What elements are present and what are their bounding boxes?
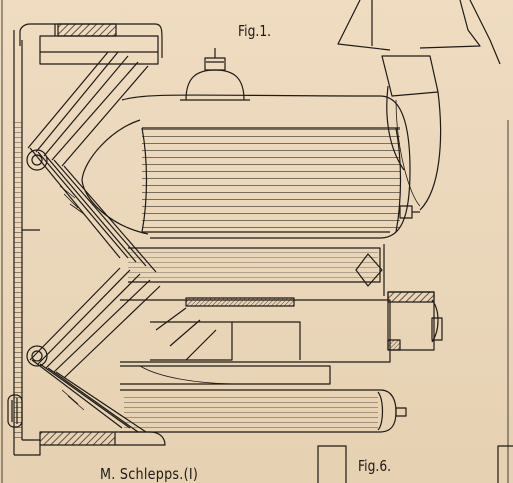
middle-tube-nest xyxy=(128,244,385,296)
uptake-chimney xyxy=(337,0,501,219)
steam-dome xyxy=(180,48,250,101)
left-water-leg xyxy=(14,120,40,440)
figure-6-label: Fig.6. xyxy=(358,457,392,475)
fig6-fragment xyxy=(317,445,513,483)
author-caption: M. Schlepps.(I) xyxy=(100,465,199,483)
firebox-door xyxy=(387,291,443,351)
bottom-drum xyxy=(120,389,407,433)
upper-diagonal-tubes xyxy=(26,51,157,273)
firebox xyxy=(120,297,391,385)
main-drum xyxy=(81,94,411,239)
figure-1-label: Fig.1. xyxy=(238,22,272,40)
top-header-drum xyxy=(39,23,159,65)
